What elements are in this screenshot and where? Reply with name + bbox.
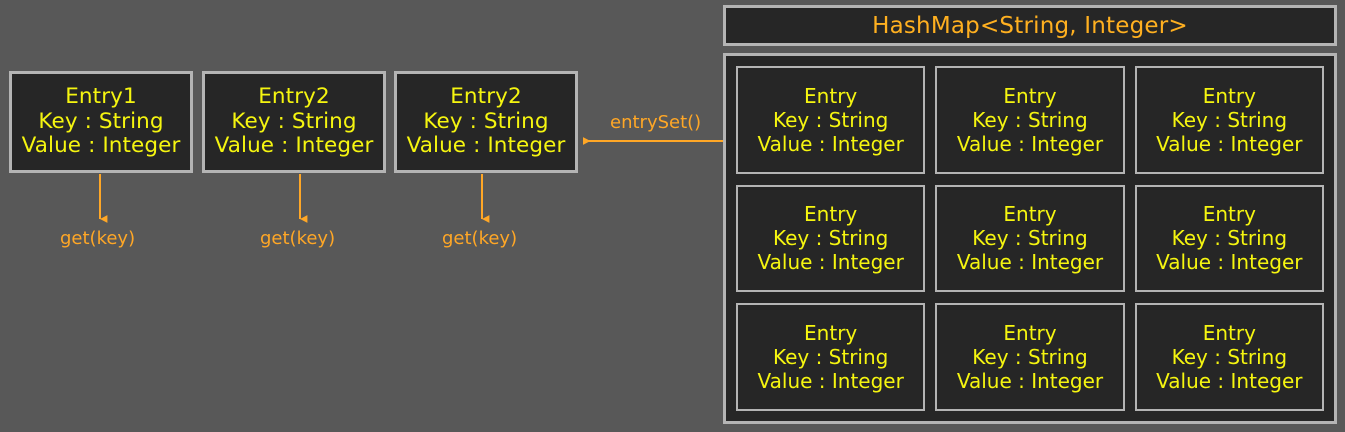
hashmap-entry-1-value: Value : Integer	[757, 131, 904, 156]
hashmap-entry-4-value: Value : Integer	[757, 250, 904, 275]
get-key-label-3: get(key)	[442, 228, 518, 249]
hashmap-entry-5-key: Key : String	[972, 226, 1088, 251]
hashmap-entry-1: Entry Key : String Value : Integer	[736, 66, 926, 174]
hashmap-entry-9: Entry Key : String Value : Integer	[1134, 303, 1324, 411]
hashmap-entry-5-name: Entry	[1003, 202, 1057, 227]
hashmap-entry-9-name: Entry	[1202, 321, 1256, 346]
entry-box-1: Entry1 Key : String Value : Integer	[9, 71, 193, 173]
hashmap-entry-3-name: Entry	[1202, 83, 1256, 108]
entry-box-3-name: Entry2	[450, 83, 522, 109]
entry-box-3: Entry2 Key : String Value : Integer	[394, 71, 578, 173]
hashmap-entry-4-key: Key : String	[772, 226, 889, 251]
hashmap-entry-4-name: Entry	[804, 202, 858, 227]
hashmap-title-bar: HashMap<String, Integer>	[723, 5, 1337, 46]
hashmap-entry-8-key: Key : String	[972, 345, 1088, 370]
hashmap-entry-1-name: Entry	[804, 83, 858, 108]
hashmap-entry-6-name: Entry	[1202, 202, 1256, 227]
entry-box-2-value: Value : Integer	[214, 133, 374, 159]
entryset-label: entrySet()	[610, 112, 702, 133]
hashmap-entry-grid: Entry Key : String Value : Integer Entry…	[723, 53, 1337, 424]
hashmap-entry-8-value: Value : Integer	[956, 369, 1104, 394]
hashmap-entry-2-value: Value : Integer	[956, 131, 1104, 156]
hashmap-entry-9-key: Key : String	[1171, 345, 1288, 370]
hashmap-entry-5: Entry Key : String Value : Integer	[935, 184, 1125, 293]
hashmap-entry-6-value: Value : Integer	[1156, 250, 1303, 275]
hashmap-entry-1-key: Key : String	[772, 107, 889, 132]
hashmap-entry-4: Entry Key : String Value : Integer	[736, 184, 926, 293]
entry-box-1-key: Key : String	[38, 108, 164, 134]
hashmap-entry-2-key: Key : String	[972, 107, 1088, 132]
hashmap-entry-2-name: Entry	[1003, 83, 1057, 108]
get-key-label-1: get(key)	[60, 228, 136, 249]
entry-box-2-name: Entry2	[258, 83, 330, 109]
entry-box-1-name: Entry1	[65, 83, 137, 109]
hashmap-entry-7-value: Value : Integer	[757, 369, 904, 394]
hashmap-entry-8: Entry Key : String Value : Integer	[935, 303, 1125, 411]
entry-box-3-value: Value : Integer	[406, 133, 566, 159]
hashmap-entry-6: Entry Key : String Value : Integer	[1134, 184, 1324, 293]
hashmap-entry-3-key: Key : String	[1171, 107, 1288, 132]
hashmap-entry-3: Entry Key : String Value : Integer	[1134, 66, 1324, 174]
hashmap-entry-6-key: Key : String	[1171, 226, 1288, 251]
hashmap-entry-2: Entry Key : String Value : Integer	[935, 66, 1125, 174]
hashmap-entry-9-value: Value : Integer	[1156, 369, 1303, 394]
hashmap-entry-3-value: Value : Integer	[1156, 131, 1303, 156]
entry-box-2-key: Key : String	[231, 108, 357, 134]
entry-box-3-key: Key : String	[423, 108, 549, 134]
hashmap-entry-5-value: Value : Integer	[956, 250, 1104, 275]
entry-box-1-value: Value : Integer	[21, 133, 181, 159]
hashmap-title-text: HashMap<String, Integer>	[872, 12, 1188, 39]
entry-box-2: Entry2 Key : String Value : Integer	[202, 71, 386, 173]
get-key-label-2: get(key)	[260, 228, 336, 249]
hashmap-entry-8-name: Entry	[1003, 321, 1057, 346]
hashmap-entry-7-name: Entry	[804, 321, 858, 346]
hashmap-entry-7-key: Key : String	[772, 345, 889, 370]
hashmap-entry-7: Entry Key : String Value : Integer	[736, 303, 926, 411]
